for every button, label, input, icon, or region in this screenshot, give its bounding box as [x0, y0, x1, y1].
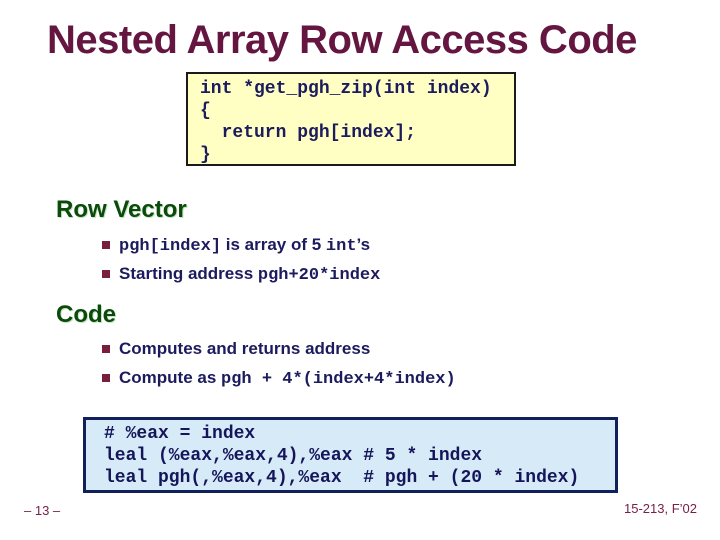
footer-course-label: 15-213, F’02: [624, 501, 697, 516]
bullet-square-icon: [102, 374, 110, 382]
section-heading-row-vector: Row Vector: [56, 196, 187, 223]
bullet-square-icon: [102, 345, 110, 353]
bullet-square-icon: [102, 241, 110, 249]
c-code-box: int *get_pgh_zip(int index) { return pgh…: [186, 72, 516, 166]
bullet-text: Starting address pgh+20*index: [119, 264, 380, 285]
asm-code-box: # %eax = index leal (%eax,%eax,4),%eax #…: [83, 417, 618, 493]
body-text: Computes and returns address: [119, 339, 371, 358]
body-text: ’s: [356, 235, 371, 254]
bullet-text: Computes and returns address: [119, 339, 370, 359]
code-inline-text: pgh[index]: [119, 237, 222, 256]
code-inline-text: pgh+20*index: [257, 266, 381, 285]
c-code-text: int *get_pgh_zip(int index) { return pgh…: [200, 79, 492, 165]
bullet-text: Compute as pgh + 4*(index+4*index): [119, 368, 456, 389]
asm-code-text: # %eax = index leal (%eax,%eax,4),%eax #…: [104, 424, 580, 488]
code-inline-text: pgh + 4*(index+4*index): [221, 370, 456, 389]
body-text: is array of 5: [221, 235, 326, 254]
section-heading-code: Code: [56, 301, 116, 328]
bullet-code-compute-as: Compute as pgh + 4*(index+4*index): [102, 368, 456, 389]
bullet-code-computes: Computes and returns address: [102, 339, 370, 359]
bullet-row-vector-array: pgh[index] is array of 5 int’s: [102, 235, 370, 256]
code-inline-text: int: [325, 237, 357, 256]
bullet-row-vector-address: Starting address pgh+20*index: [102, 264, 380, 285]
slide-title: Nested Array Row Access Code: [47, 18, 637, 62]
body-text: Starting address: [119, 264, 258, 283]
body-text: Compute as: [119, 368, 222, 387]
footer-page-number: – 13 –: [24, 503, 61, 518]
bullet-square-icon: [102, 270, 110, 278]
bullet-text: pgh[index] is array of 5 int’s: [119, 235, 370, 256]
